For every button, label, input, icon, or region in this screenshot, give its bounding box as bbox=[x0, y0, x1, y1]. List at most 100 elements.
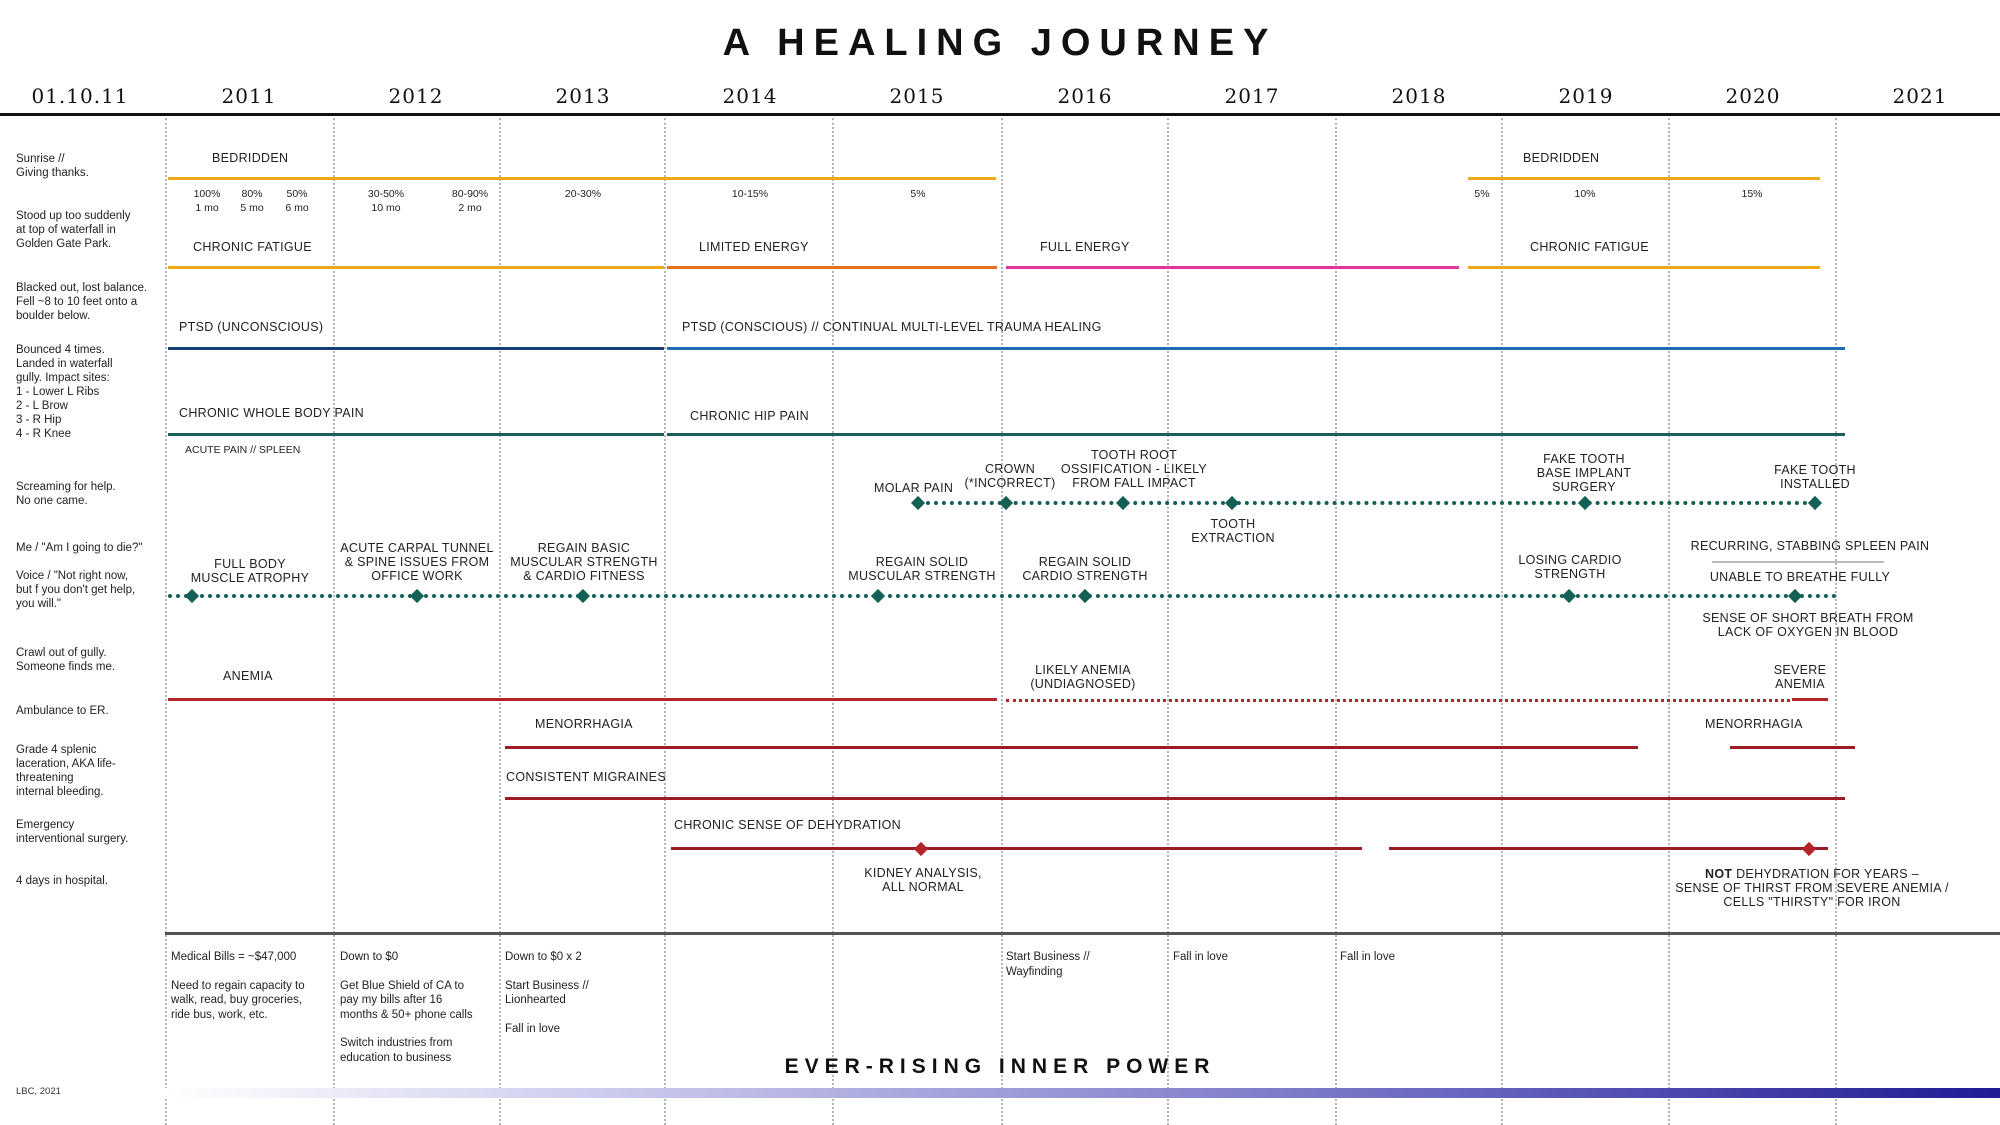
bar-menorrhagia-2020 bbox=[1730, 746, 1855, 749]
year-2015: 2015 bbox=[889, 84, 945, 108]
finance-note: Down to $0 x 2 bbox=[505, 951, 582, 963]
percentage-value: 5% bbox=[1474, 188, 1490, 200]
gridline bbox=[333, 118, 335, 1125]
bar-dehydration bbox=[671, 847, 1362, 850]
year-2016: 2016 bbox=[1057, 84, 1113, 108]
marker-molar-pain bbox=[910, 495, 926, 511]
bar-chronic-fatigue bbox=[168, 266, 664, 269]
marker-tooth-installed bbox=[1807, 495, 1823, 511]
label-acute-pain-spleen: ACUTE PAIN // SPLEEN bbox=[185, 444, 301, 456]
label-migraines: CONSISTENT MIGRAINES bbox=[506, 770, 666, 784]
marker-implant bbox=[1577, 495, 1593, 511]
sidebar-note: Bounced 4 times. Landed in waterfall gul… bbox=[16, 344, 113, 440]
gridline bbox=[1668, 118, 1670, 1125]
finance-note: Fall in love bbox=[505, 1022, 560, 1035]
label-menorrhagia-2020: MENORRHAGIA bbox=[1705, 717, 1803, 731]
label-chronic-whole-body-pain: CHRONIC WHOLE BODY PAIN bbox=[179, 406, 364, 420]
label-kidney-analysis: KIDNEY ANALYSIS, ALL NORMAL bbox=[864, 866, 982, 894]
not-emphasis: NOT bbox=[1705, 867, 1733, 881]
bar-menorrhagia bbox=[505, 746, 1638, 749]
label-basic-strength: REGAIN BASIC MUSCULAR STRENGTH & CARDIO … bbox=[510, 541, 658, 583]
finance-note: Down to $0 bbox=[340, 951, 399, 963]
not-dehydration-text-2: SENSE OF THIRST FROM SEVERE ANEMIA / CEL… bbox=[1675, 881, 1949, 909]
label-recurring-spleen-pain: RECURRING, STABBING SPLEEN PAIN bbox=[1690, 539, 1930, 553]
label-crown: CROWN (*INCORRECT) bbox=[964, 462, 1056, 490]
finance-note: Medical Bills = ~$47,000 bbox=[171, 951, 297, 963]
bar-full-energy bbox=[1006, 266, 1459, 269]
page-title: A HEALING JOURNEY bbox=[722, 22, 1278, 64]
percentage-value: 80% bbox=[241, 188, 263, 200]
bedridden-percentage: 80-90%2 mo bbox=[430, 187, 510, 215]
finance-note: Need to regain capacity to walk, read, b… bbox=[171, 979, 305, 1021]
marker-cardio bbox=[1077, 588, 1093, 604]
bedridden-percentage: 10% bbox=[1545, 187, 1625, 201]
finance-column: Start Business // Wayfinding bbox=[1006, 950, 1090, 993]
marker-ossification bbox=[1115, 495, 1131, 511]
percentage-duration: 1 mo bbox=[195, 202, 219, 214]
rule-recurring-pain bbox=[1712, 561, 1884, 563]
bedridden-percentage: 5% bbox=[1442, 187, 1522, 201]
percentage-value: 80-90% bbox=[451, 188, 489, 200]
bar-migraines bbox=[505, 797, 1845, 800]
label-atrophy: FULL BODY MUSCLE ATROPHY bbox=[190, 557, 310, 585]
percentage-value: 15% bbox=[1741, 188, 1763, 200]
sidebar-note: Sunrise // Giving thanks. bbox=[16, 153, 89, 179]
bar-bedridden-2019 bbox=[1468, 177, 1820, 180]
percentage-value: 30-50% bbox=[367, 188, 405, 200]
label-bedridden-2019: BEDRIDDEN bbox=[1523, 151, 1600, 165]
label-limited-energy: LIMITED ENERGY bbox=[699, 240, 809, 254]
dotted-teeth-line bbox=[918, 501, 1816, 505]
year-2012: 2012 bbox=[388, 84, 444, 108]
label-extraction: TOOTH EXTRACTION bbox=[1191, 517, 1275, 545]
bar-whole-body-pain bbox=[168, 433, 664, 436]
marker-carpal bbox=[409, 588, 425, 604]
inner-power-gradient-bar bbox=[165, 1088, 2000, 1098]
bedridden-percentage: 10-15% bbox=[710, 187, 790, 201]
percentage-value: 20-30% bbox=[564, 188, 602, 200]
year-2014: 2014 bbox=[722, 84, 778, 108]
year-01.10.11: 01.10.11 bbox=[31, 84, 129, 108]
gridline bbox=[664, 118, 666, 1125]
bedridden-percentage: 50%6 mo bbox=[257, 187, 337, 215]
bottom-rule bbox=[165, 932, 2000, 935]
gridline bbox=[165, 118, 167, 1125]
label-losing-cardio: LOSING CARDIO STRENGTH bbox=[1518, 553, 1622, 581]
bedridden-percentage: 80%5 mo bbox=[212, 187, 292, 215]
bar-bedridden-2011 bbox=[168, 177, 996, 180]
label-carpal: ACUTE CARPAL TUNNEL & SPINE ISSUES FROM … bbox=[340, 541, 494, 583]
label-tooth-installed: FAKE TOOTH INSTALLED bbox=[1774, 463, 1856, 491]
label-anemia: ANEMIA bbox=[223, 669, 273, 683]
finance-note: Fall in love bbox=[1173, 951, 1228, 963]
sidebar-note: Crawl out of gully. Someone finds me. bbox=[16, 647, 116, 673]
bedridden-percentage: 5% bbox=[878, 187, 958, 201]
sidebar-note: Voice / "Not right now, but f you don't … bbox=[16, 570, 136, 610]
finance-note: Fall in love bbox=[1340, 951, 1395, 963]
finance-column: Fall in love bbox=[1340, 950, 1395, 979]
label-not-dehydration: NOT DEHYDRATION FOR YEARS – SENSE OF THI… bbox=[1664, 867, 1960, 909]
marker-muscular bbox=[870, 588, 886, 604]
bar-chronic-fatigue-2019 bbox=[1468, 266, 1820, 269]
label-chronic-hip-pain: CHRONIC HIP PAIN bbox=[690, 409, 809, 423]
label-ptsd-conscious: PTSD (CONSCIOUS) // CONTINUAL MULTI-LEVE… bbox=[682, 320, 1102, 334]
header-rule bbox=[0, 113, 2000, 116]
bedridden-percentage: 100% 1 mo bbox=[167, 187, 247, 215]
year-2021: 2021 bbox=[1892, 84, 1948, 108]
label-implant: FAKE TOOTH BASE IMPLANT SURGERY bbox=[1536, 452, 1632, 494]
label-ptsd-unconscious: PTSD (UNCONSCIOUS) bbox=[179, 320, 324, 334]
year-2020: 2020 bbox=[1725, 84, 1781, 108]
bar-dehydration-2018 bbox=[1389, 847, 1828, 850]
bar-severe-anemia bbox=[1792, 698, 1828, 701]
dotted-likely-anemia bbox=[1006, 699, 1790, 702]
percentage-value: 100% bbox=[193, 188, 221, 200]
sidebar-note: Screaming for help. No one came. bbox=[16, 481, 116, 507]
marker-not-dehydration bbox=[1801, 841, 1817, 857]
marker-basic-strength bbox=[575, 588, 591, 604]
label-dehydration: CHRONIC SENSE OF DEHYDRATION bbox=[674, 818, 901, 832]
sidebar-note: Ambulance to ER. bbox=[16, 705, 109, 717]
percentage-value: 5% bbox=[910, 188, 926, 200]
marker-extraction bbox=[1224, 495, 1240, 511]
gridline bbox=[499, 118, 501, 1125]
label-bedridden: BEDRIDDEN bbox=[212, 151, 289, 165]
sidebar-note: Grade 4 splenic laceration, AKA life- th… bbox=[16, 744, 116, 798]
